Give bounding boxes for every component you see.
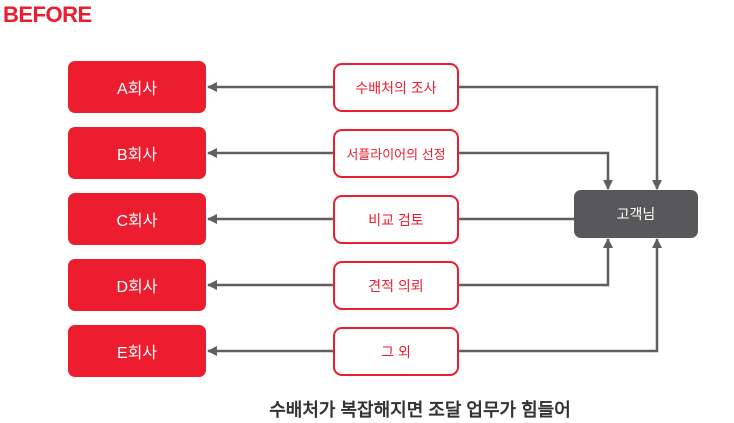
customer-box: 고객님 — [574, 190, 698, 238]
connector-step-a — [457, 85, 662, 190]
step-other: 그 외 — [333, 327, 459, 376]
before-heading: BEFORE — [3, 2, 92, 27]
connector-step-d — [457, 238, 613, 287]
company-d-box: D회사 — [68, 259, 206, 311]
company-a-box: A회사 — [68, 61, 206, 113]
caption: 수배처가 복잡해지면 조달 업무가 힘들어 — [269, 400, 571, 420]
company-b-box: B회사 — [68, 127, 206, 179]
company-c-box: C회사 — [68, 193, 206, 245]
step-comparison: 비교 검토 — [333, 195, 459, 244]
step-supplier-selection: 서플라이어의 선정 — [333, 129, 459, 178]
step-quote-request: 견적 의뢰 — [333, 261, 459, 310]
company-e-box: E회사 — [68, 325, 206, 377]
connector-step-b — [457, 151, 613, 190]
step-supplier-survey: 수배처의 조사 — [333, 63, 459, 112]
connector-step-e — [457, 238, 662, 353]
